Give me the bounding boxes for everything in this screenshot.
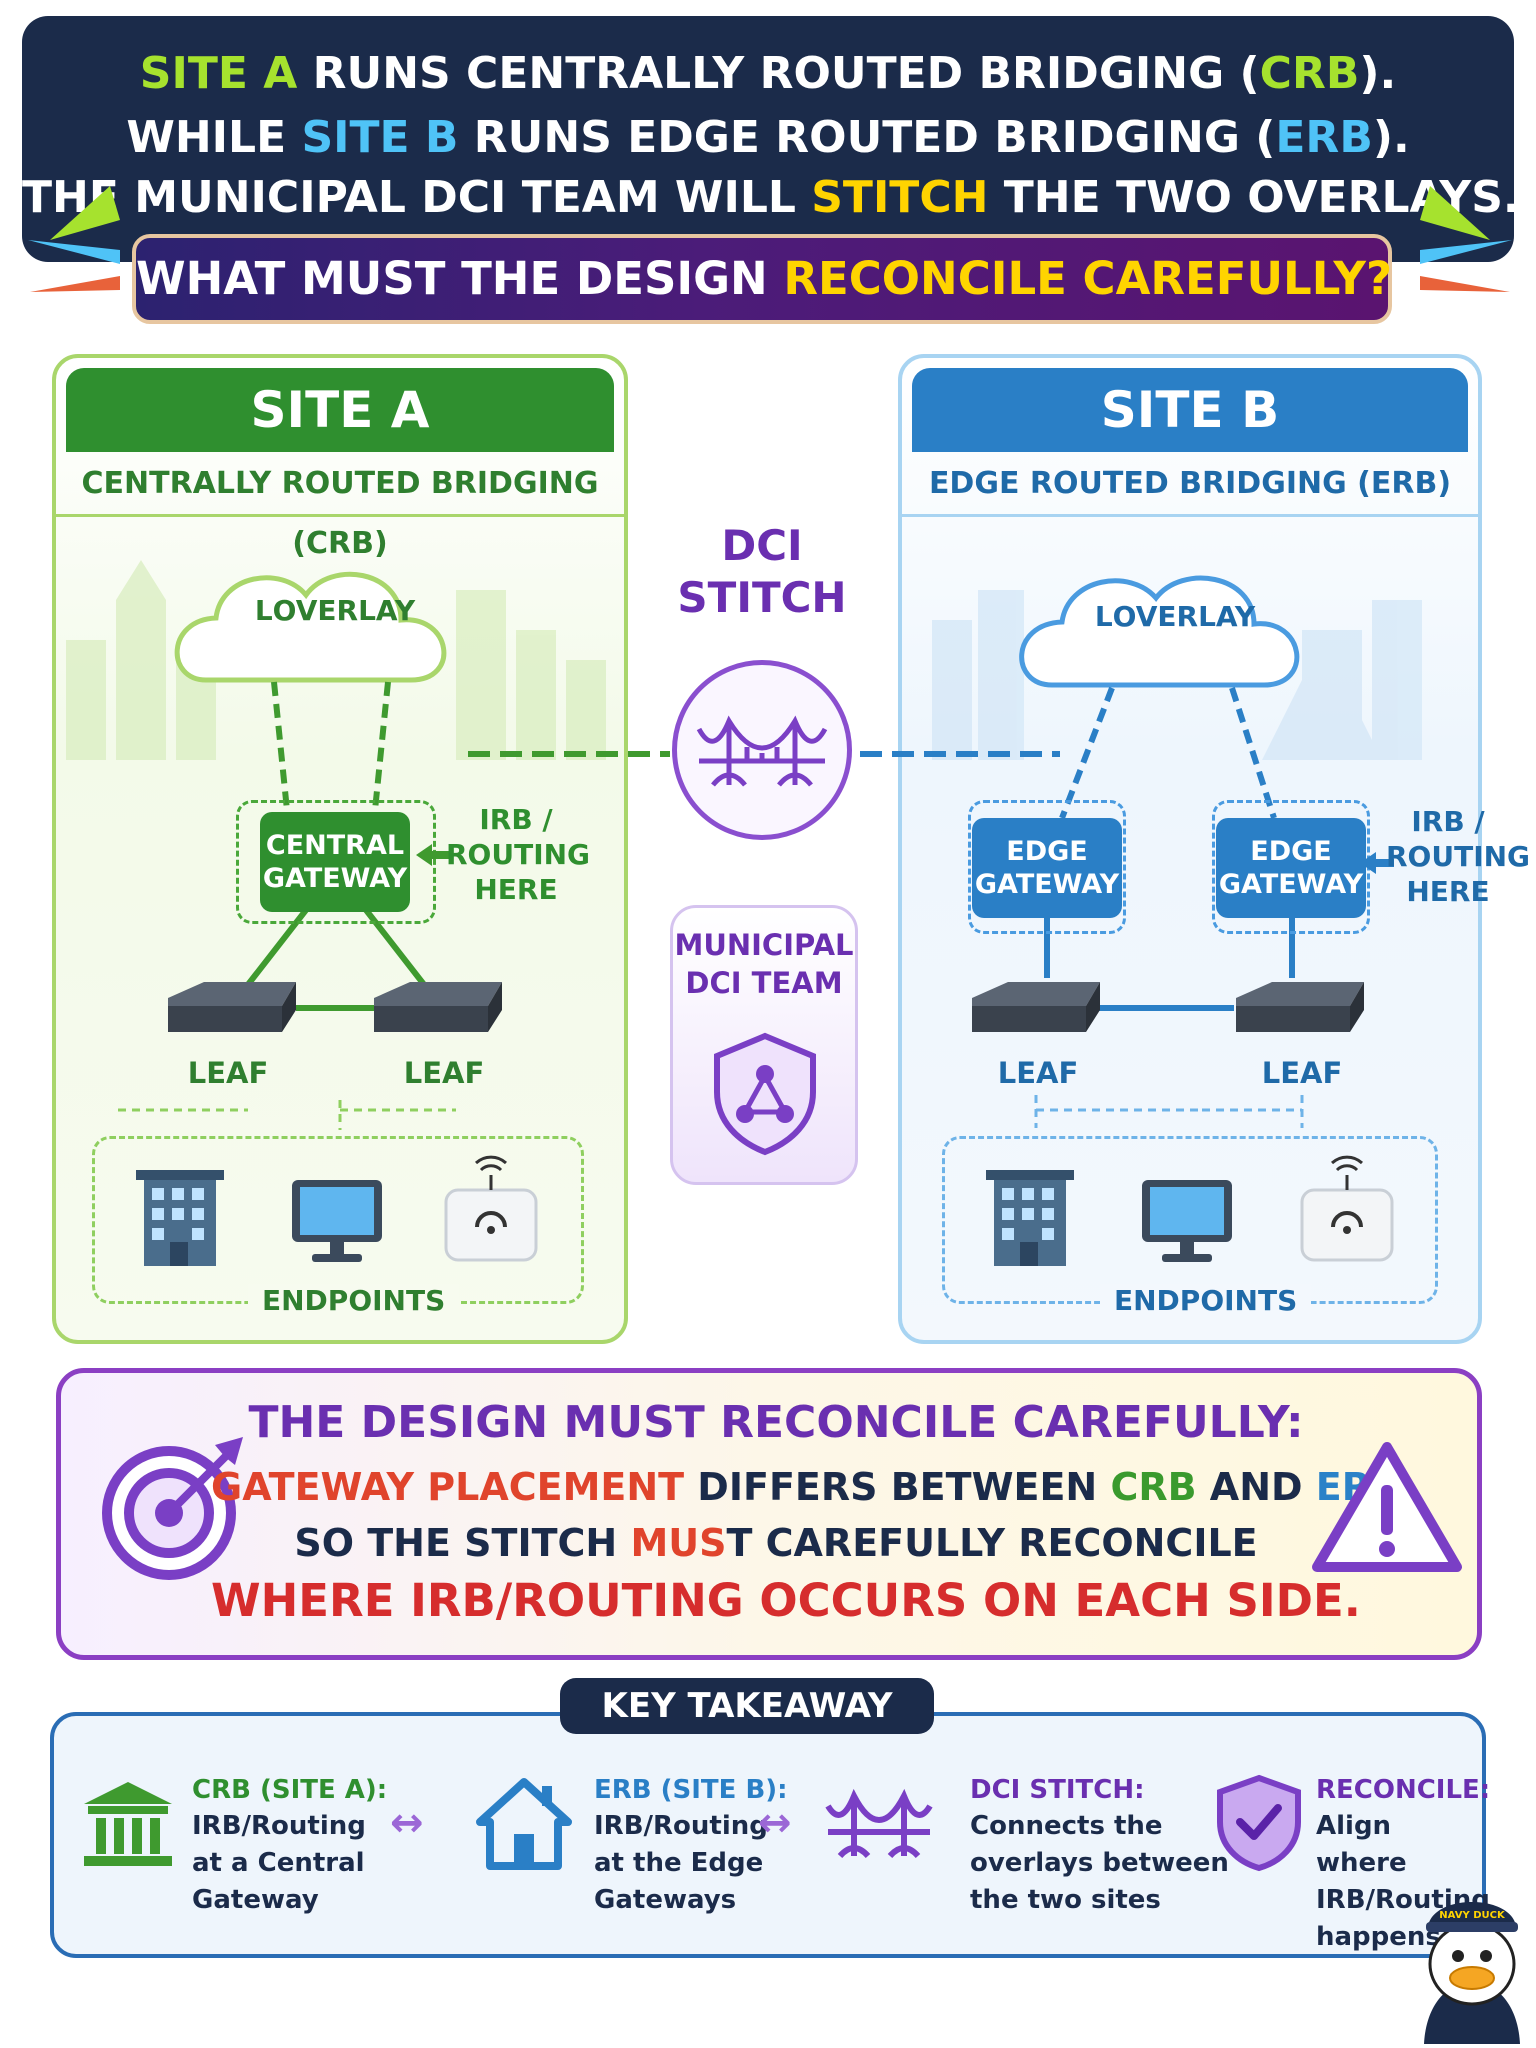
site-a-gateway-outline: [236, 800, 436, 924]
bridge-icon: [825, 1788, 933, 1859]
team-shield-icon: [714, 1032, 816, 1156]
reconcile-callout: THE DESIGN MUST RECONCILE CAREFULLY: GAT…: [56, 1368, 1482, 1660]
takeaway-erb-head: ERB (SITE B):: [594, 1775, 788, 1805]
reconcile-line-3: SO THE STITCH MUST CAREFULLY RECONCILE: [294, 1521, 1258, 1565]
dci-stitch-circle: [672, 660, 852, 840]
site-a-building-icon: [136, 1170, 224, 1266]
site-b-leaf-switch-1: [972, 982, 1100, 1032]
dci-stitch-links: [468, 751, 1060, 757]
site-a-endpoints-label: ENDPOINTS: [248, 1284, 460, 1317]
header-line-1: SITE A RUNS CENTRALLY ROUTED BRIDGING (C…: [139, 48, 1397, 99]
site-a-leaf-switch-1: [168, 982, 296, 1032]
site-a-irb-arrow-icon: [416, 844, 450, 866]
navy-duck-mascot-icon: NAVY DUCK: [1424, 1902, 1520, 2044]
site-b-building-icon: [986, 1170, 1074, 1266]
site-b-monitor-icon: [1142, 1180, 1232, 1262]
site-b-overlay-label: ⅬOVERLAY: [1094, 600, 1256, 633]
site-b-endpoints-box: [942, 1136, 1438, 1304]
right-streamer-decoration: [1420, 186, 1512, 292]
site-b-irb-arrow-icon: [1360, 852, 1394, 874]
site-b-leaf-switch-2: [1236, 982, 1364, 1032]
takeaway-arrow-2: ↔: [758, 1800, 792, 1846]
site-b-diagram: [932, 575, 1422, 1266]
warning-icon: [1312, 1442, 1462, 1572]
takeaway-arrow-1: ↔: [390, 1800, 424, 1846]
site-b-leaf-label-2: LEAF: [1261, 1056, 1343, 1090]
header-line-2: WHILE SITE B RUNS EDGE ROUTED BRIDGING (…: [126, 112, 1410, 163]
reconcile-title: THE DESIGN MUST RECONCILE CAREFULLY:: [248, 1397, 1304, 1448]
site-a-wifi-router-icon: [444, 1155, 538, 1262]
key-takeaway-title: KEY TAKEAWAY: [560, 1678, 934, 1734]
site-b-overlay-cloud: [1019, 575, 1300, 688]
site-a-subtitle: CENTRALLY ROUTED BRIDGING (CRB): [56, 454, 624, 561]
site-a-leaf-label-1: LEAF: [187, 1056, 269, 1090]
site-b-leaf-label-1: LEAF: [997, 1056, 1079, 1090]
site-b-endpoints-label: ENDPOINTS: [1100, 1284, 1312, 1317]
site-a-leaf-label-2: LEAF: [403, 1056, 485, 1090]
shield-check-icon: [1217, 1774, 1301, 1872]
site-a-endpoints-box: [92, 1136, 584, 1304]
reconcile-line-4: WHERE IRB/ROUTING OCCURS ON EACH SIDE.: [211, 1574, 1361, 1627]
house-icon: [476, 1778, 572, 1870]
header-banner: SITE A RUNS CENTRALLY ROUTED BRIDGING (C…: [22, 16, 1520, 262]
site-b-wifi-router-icon: [1300, 1155, 1394, 1262]
site-a-overlay-label: ⅬOVERLAY: [254, 594, 416, 627]
target-icon: [102, 1437, 243, 1580]
site-b-gateway-outline-1: [968, 800, 1126, 934]
site-b-skyline: [932, 590, 1422, 760]
site-b-title: SITE B: [912, 368, 1468, 452]
header-line-3: THE MUNICIPAL DCI TEAM WILL STITCH THE T…: [22, 172, 1520, 223]
site-b-subtitle: EDGE ROUTED BRIDGING (ERB): [902, 454, 1478, 517]
takeaway-dci-head: DCI STITCH:: [970, 1775, 1145, 1805]
site-a-diagram: [66, 560, 606, 1266]
left-streamer-decoration: [28, 186, 120, 292]
site-a-skyline: [66, 560, 606, 760]
site-a-title: SITE A: [66, 368, 614, 452]
question-banner: WHAT MUST THE DESIGN RECONCILE CAREFULLY…: [132, 234, 1392, 324]
site-a-monitor-icon: [292, 1180, 382, 1262]
mascot-cap-text: NAVY DUCK: [1439, 1910, 1506, 1921]
site-a-leaf-switch-2: [374, 982, 502, 1032]
reconcile-line-2: GATEWAY PLACEMENT DIFFERS BETWEEN CRB AN…: [211, 1465, 1414, 1509]
bridge-icon: [696, 715, 828, 787]
bank-icon: [84, 1782, 172, 1866]
takeaway-crb-head: CRB (SITE A):: [192, 1775, 388, 1805]
takeaway-reconcile-head: RECONCILE:: [1316, 1775, 1491, 1805]
site-a-overlay-cloud: [174, 571, 447, 683]
